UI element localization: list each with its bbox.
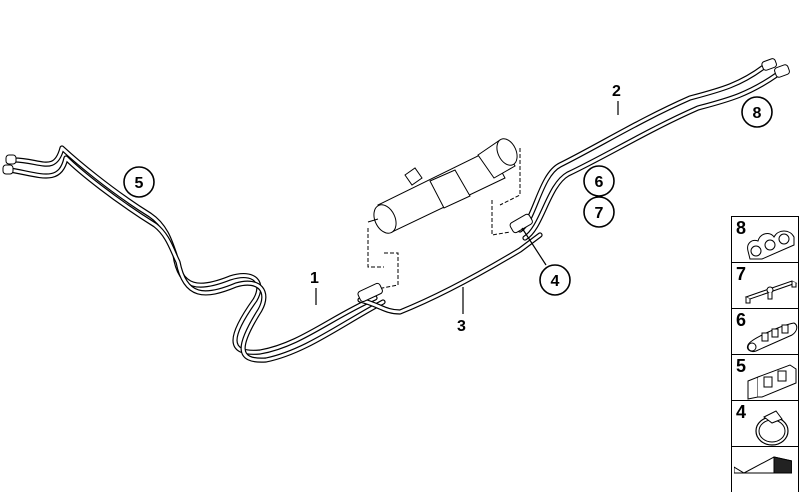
callout-1: 1 — [310, 270, 319, 287]
pipe-2 — [509, 58, 790, 241]
leader-4 — [521, 227, 547, 266]
parts-legend: 8 7 6 5 — [731, 216, 799, 492]
legend-number: 6 — [736, 310, 747, 330]
hose-clamp-icon — [755, 410, 789, 446]
parts-diagram: 1 2 3 4 5 6 7 8 — [2, 58, 790, 363]
mounting-bracket-icon — [744, 280, 798, 304]
legend-item-6: 6 — [731, 308, 799, 354]
svg-text:6: 6 — [595, 174, 604, 191]
svg-text:7: 7 — [595, 205, 604, 222]
legend-number: 7 — [736, 264, 747, 284]
callout-6: 6 — [583, 165, 615, 197]
pipe-clamp-holder-icon — [747, 364, 797, 400]
callout-2: 2 — [612, 83, 621, 100]
svg-text:4: 4 — [551, 273, 560, 290]
callout-8: 8 — [741, 96, 773, 128]
double-pipe-holder-icon — [747, 230, 795, 260]
filter-canister — [367, 138, 521, 291]
svg-text:5: 5 — [135, 175, 144, 192]
legend-number: 5 — [736, 356, 747, 376]
callout-3: 3 — [457, 318, 466, 335]
legend-item-4: 4 — [731, 400, 799, 446]
legend-number: 4 — [736, 402, 747, 422]
legend-item-5: 5 — [731, 354, 799, 400]
legend-item-pad — [731, 446, 799, 492]
pipe-3 — [357, 232, 543, 315]
legend-item-8: 8 — [731, 216, 799, 262]
callout-5: 5 — [123, 166, 155, 198]
triple-clip-holder-icon — [747, 322, 798, 352]
pipe-1 — [2, 145, 386, 363]
callout-4: 4 — [539, 264, 571, 296]
svg-text:8: 8 — [753, 105, 762, 122]
legend-item-7: 7 — [731, 262, 799, 308]
callout-7: 7 — [583, 196, 615, 228]
legend-number: 8 — [736, 218, 747, 238]
sealing-pad-icon — [734, 456, 792, 474]
